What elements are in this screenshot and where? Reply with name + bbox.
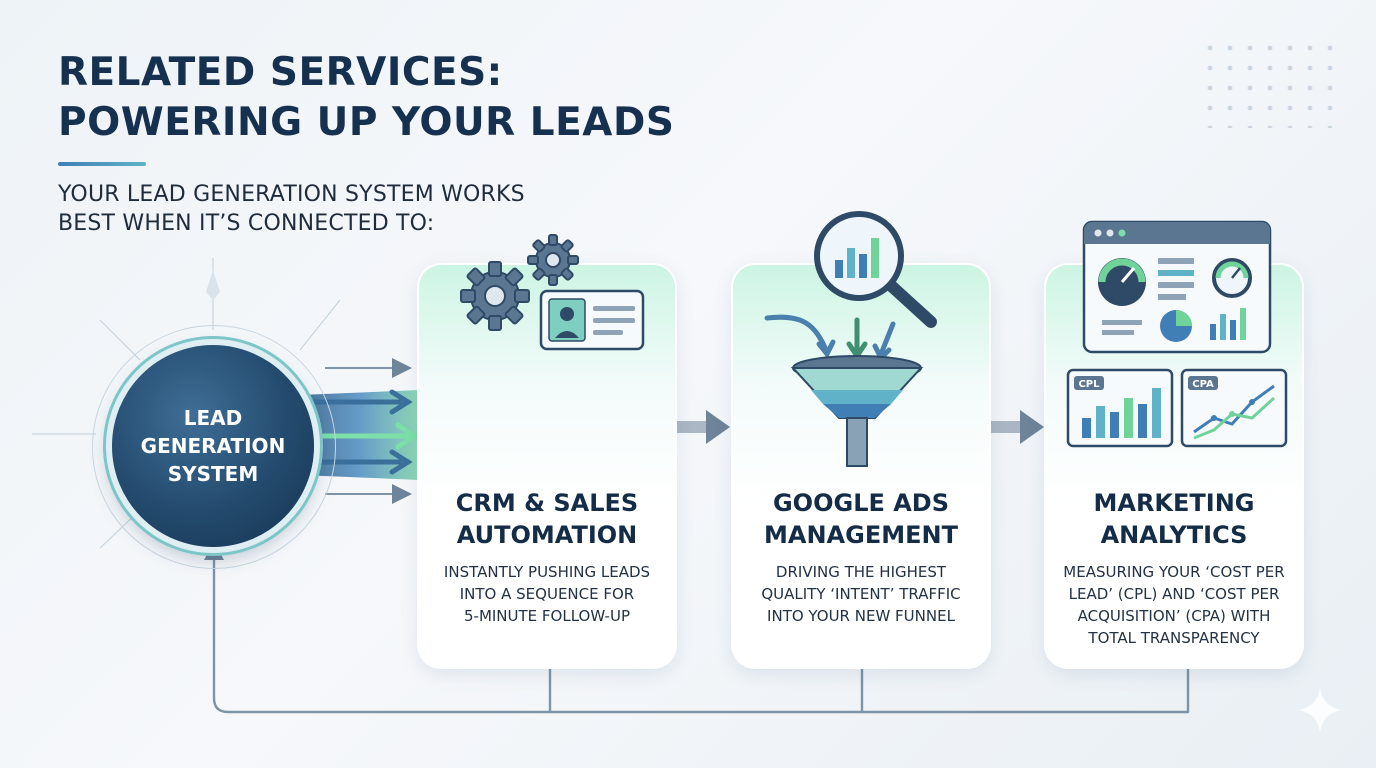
card-heading: GOOGLE ADS MANAGEMENT [733, 487, 989, 551]
hub-label: LEAD GENERATION SYSTEM [133, 404, 293, 488]
title-line-1: RELATED SERVICES: [58, 50, 503, 95]
dashboard-icon: CPL CPA [1066, 220, 1288, 448]
card-desc-line-1: MEASURING YOUR ‘COST PER [1063, 563, 1285, 581]
traffic-arrows-icon [764, 314, 896, 363]
hub-outer-ring [92, 325, 336, 569]
subtitle-line-1: YOUR LEAD GENERATION SYSTEM WORKS [58, 182, 525, 207]
card-heading-line-2: ANALYTICS [1100, 521, 1248, 549]
hub-label-line-3: SYSTEM [167, 462, 259, 486]
card-desc-line-1: DRIVING THE HIGHEST [775, 563, 947, 581]
card-heading-line-2: MANAGEMENT [764, 521, 958, 549]
thin-side-arrows [325, 358, 412, 504]
card-desc-line-3: INTO YOUR NEW FUNNEL [767, 607, 955, 625]
card-desc-line-2: LEAD’ (CPL) AND ‘COST PER [1068, 585, 1280, 603]
magnifier-icon [814, 211, 937, 328]
hub-label-line-2: GENERATION [140, 434, 286, 458]
magnifier-funnel-icon [764, 211, 937, 467]
card-desc-line-2: QUALITY ‘INTENT’ TRAFFIC [761, 585, 961, 603]
cpa-chart-icon: CPA [1180, 368, 1288, 448]
gears-contact-card-icon [460, 234, 645, 351]
card-desc-line-2: INTO A SEQUENCE FOR [459, 585, 635, 603]
page-title: RELATED SERVICES: POWERING UP YOUR LEADS [58, 48, 674, 148]
title-line-2: POWERING UP YOUR LEADS [58, 100, 675, 145]
subtitle-line-2: BEST WHEN IT’S CONNECTED TO: [58, 211, 435, 236]
card-desc-line-4: TOTAL TRANSPARENCY [1088, 629, 1260, 647]
cpl-tag: CPL [1078, 379, 1100, 390]
card-description: DRIVING THE HIGHEST QUALITY ‘INTENT’ TRA… [743, 561, 979, 627]
card-heading-line-2: AUTOMATION [456, 521, 638, 549]
sparkle-icon [1298, 688, 1342, 732]
card-heading-line-1: CRM & SALES [455, 489, 639, 517]
card-desc-line-1: INSTANTLY PUSHING LEADS [443, 563, 651, 581]
subtitle: YOUR LEAD GENERATION SYSTEM WORKS BEST W… [58, 180, 525, 238]
cpl-chart-icon: CPL [1066, 368, 1174, 448]
contact-card-icon [539, 289, 645, 351]
hub-label-line-1: LEAD [183, 406, 243, 430]
card-heading: CRM & SALES AUTOMATION [419, 487, 675, 551]
service-card-google-ads: GOOGLE ADS MANAGEMENT DRIVING THE HIGHES… [733, 265, 989, 667]
cpa-tag: CPA [1192, 379, 1214, 390]
feedback-loop-line [212, 556, 1190, 714]
lead-generation-hub: LEAD GENERATION SYSTEM [112, 345, 314, 547]
title-underline [58, 162, 146, 166]
card-heading: MARKETING ANALYTICS [1046, 487, 1302, 551]
card-desc-line-3: 5-MINUTE FOLLOW-UP [463, 607, 630, 625]
card-description: INSTANTLY PUSHING LEADS INTO A SEQUENCE … [429, 561, 665, 627]
card-desc-line-3: ACQUISITION’ (CPA) WITH [1077, 607, 1271, 625]
dashboard-window-icon [1082, 220, 1272, 354]
card-heading-line-1: MARKETING [1093, 489, 1255, 517]
gear-icon [460, 234, 579, 331]
decorative-dot-grid [1200, 38, 1340, 128]
funnel-icon [790, 355, 924, 467]
card-description: MEASURING YOUR ‘COST PER LEAD’ (CPL) AND… [1056, 561, 1292, 649]
card-heading-line-1: GOOGLE ADS [772, 489, 950, 517]
